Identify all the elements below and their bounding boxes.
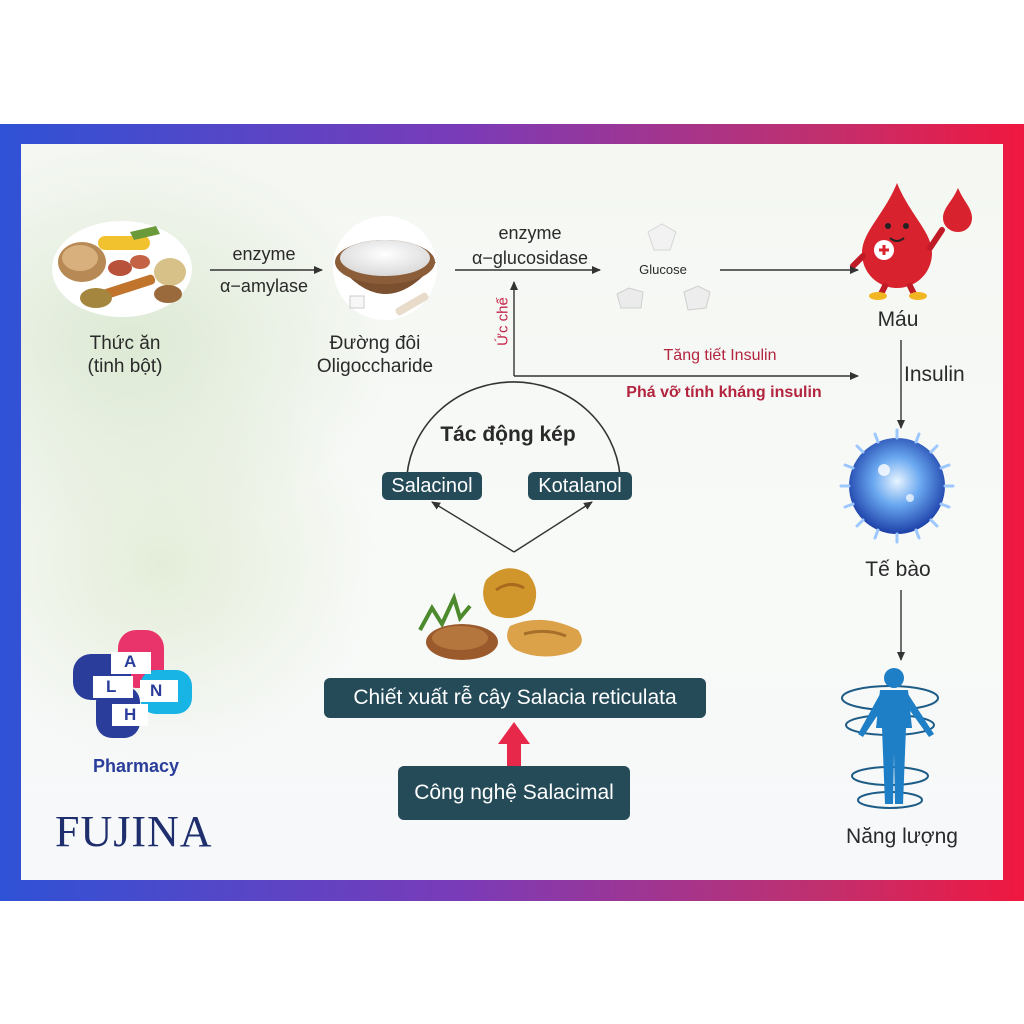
glucose-label: Glucose [639,262,687,277]
blood-label: Máu [877,308,919,331]
pharmacy-label: Pharmacy [92,756,180,776]
cell-label: Tế bào [865,558,931,581]
blood-drop-mascot-icon [850,183,972,300]
sugar-sublabel: Oligoccharide [316,356,434,377]
enzyme2-name: α−glucosidase [472,248,588,268]
logo-letter-l: L [106,677,117,696]
technology-box: Công nghệ Salacimal [398,766,630,820]
glucose-cubes-icon [616,223,711,311]
human-energy-icon [841,668,939,809]
insulin-secretion-label: Tăng tiết Insulin [663,347,777,364]
cell-icon [839,428,955,544]
salacinol-box: Salacinol [382,472,482,500]
alnh-logo-icon [73,630,192,738]
sugar-label: Đường đôi [329,333,421,354]
energy-label: Năng lượng [846,825,958,848]
logo-letter-h: H [124,705,137,724]
enzyme1-label: enzyme [232,244,296,264]
insulin-label: Insulin [904,363,965,386]
insulin-resistance-label: Phá vỡ tính kháng insulin [626,384,822,401]
product-name: FUJINA [55,807,213,856]
dual-action-arc [406,381,621,476]
logo-letter-n: N [150,681,163,700]
food-label: Thức ăn [89,333,161,354]
logo-letter-a: A [124,652,137,671]
starch-food-icon [52,221,192,317]
salacia-root-icon [418,568,582,660]
enzyme1-name: α−amylase [220,276,308,296]
food-sublabel: (tinh bột) [87,356,163,377]
extract-box: Chiết xuất rễ cây Salacia reticulata [324,678,706,718]
red-up-arrow [498,722,530,768]
inhibit-label: Ức chế [494,297,512,346]
kotalanol-box: Kotalanol [528,472,632,500]
flow-arrows [210,266,905,661]
dual-action-title: Tác động kép [440,423,576,446]
enzyme2-label: enzyme [498,223,562,243]
sugar-bowl-icon [333,216,437,320]
